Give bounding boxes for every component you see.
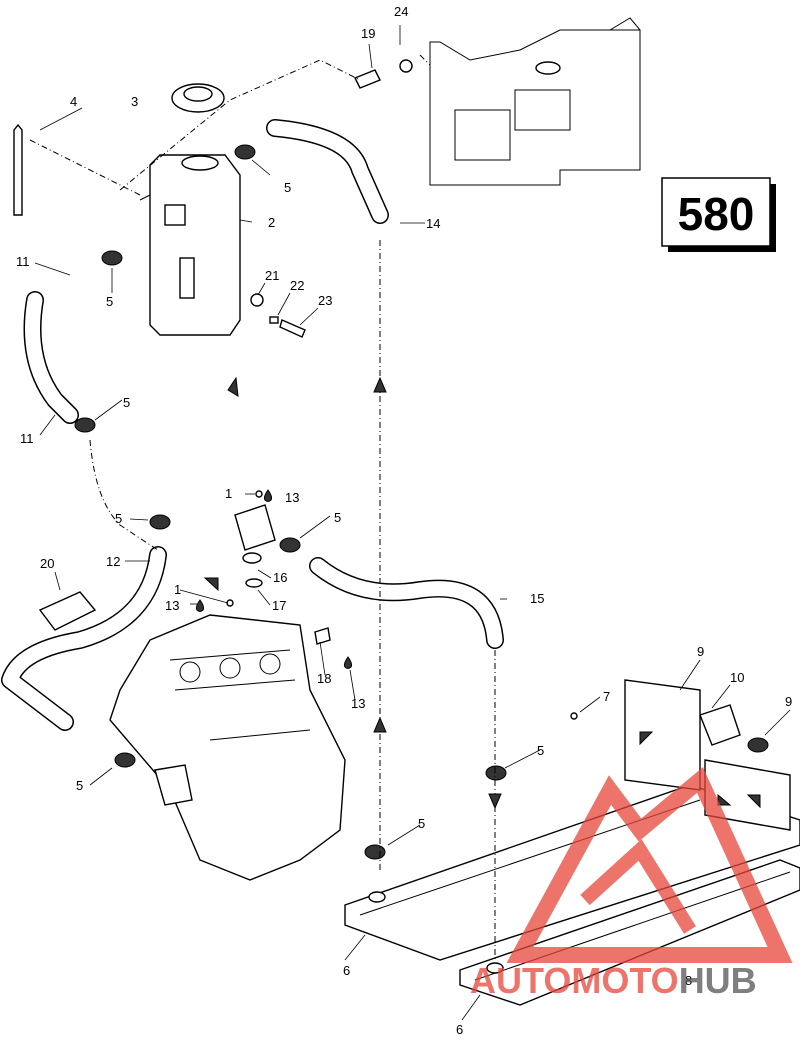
flow-arrow-down-icon <box>488 793 502 810</box>
watermark-logo: AUTOMOTOHUB <box>470 767 793 1001</box>
callout-24: 24 <box>394 4 408 19</box>
callout-16: 16 <box>273 570 287 585</box>
callout-5: 5 <box>284 180 291 195</box>
callout-17: 17 <box>272 598 286 613</box>
callout-4: 4 <box>70 94 77 109</box>
drop-icon <box>195 599 205 612</box>
flow-arrow-up-icon <box>373 716 387 733</box>
callout-20: 20 <box>40 556 54 571</box>
callout-22: 22 <box>290 278 304 293</box>
fittings <box>13 59 578 720</box>
callout-10: 10 <box>730 670 744 685</box>
callout-15: 15 <box>530 591 544 606</box>
flow-arrow-icon <box>717 793 732 806</box>
callout-19: 19 <box>361 26 375 41</box>
callout-12: 12 <box>106 554 120 569</box>
flow-arrows <box>203 376 761 810</box>
flow-arrow-up-icon <box>373 376 387 393</box>
hose-sleeves <box>38 591 741 746</box>
flow-arrow-icon <box>203 577 219 592</box>
callout-2: 2 <box>268 215 275 230</box>
callouts: 24 19 4 3 2 5 14 11 5 21 22 23 5 11 1 13… <box>16 4 792 1037</box>
flow-arrow-icon <box>227 376 239 397</box>
callout-9: 9 <box>785 694 792 709</box>
callout-1: 1 <box>225 486 232 501</box>
callout-14: 14 <box>426 216 440 231</box>
flow-arrow-icon <box>639 731 654 746</box>
callout-21: 21 <box>265 268 279 283</box>
callout-18: 18 <box>317 671 331 686</box>
callout-5: 5 <box>76 778 83 793</box>
hoses <box>1 119 504 731</box>
callout-5: 5 <box>115 511 122 526</box>
coolant-tank <box>139 154 241 336</box>
callout-11: 11 <box>20 431 34 446</box>
callout-5: 5 <box>106 294 113 309</box>
callout-9: 9 <box>697 644 704 659</box>
sealant-drops <box>195 489 353 669</box>
drop-icon <box>343 656 353 669</box>
callout-5: 5 <box>418 816 425 831</box>
callout-3: 3 <box>131 94 138 109</box>
callout-5: 5 <box>537 743 544 758</box>
callout-5: 5 <box>123 395 130 410</box>
watermark-text: AUTOMOTOHUB <box>470 960 757 1001</box>
flow-arrow-icon <box>746 794 761 809</box>
callout-6: 6 <box>456 1022 463 1037</box>
drop-icon <box>263 489 273 502</box>
callout-23: 23 <box>318 293 332 308</box>
callout-6: 6 <box>343 963 350 978</box>
callout-13: 13 <box>351 696 365 711</box>
leader-lines <box>34 25 791 1021</box>
page-number: 580 <box>678 188 755 240</box>
reservoir-tank <box>429 17 641 186</box>
thermostat-parts <box>226 490 331 645</box>
pressure-cap <box>171 83 225 113</box>
flow-paths <box>29 54 496 960</box>
callout-1: 1 <box>174 582 181 597</box>
page-number-box: 580 <box>661 177 776 252</box>
callout-13: 13 <box>165 598 179 613</box>
callout-11: 11 <box>16 254 30 269</box>
callout-8: 8 <box>685 973 692 988</box>
callout-13: 13 <box>285 490 299 505</box>
callout-5: 5 <box>334 510 341 525</box>
callout-7: 7 <box>603 689 610 704</box>
engine-block <box>109 614 346 881</box>
